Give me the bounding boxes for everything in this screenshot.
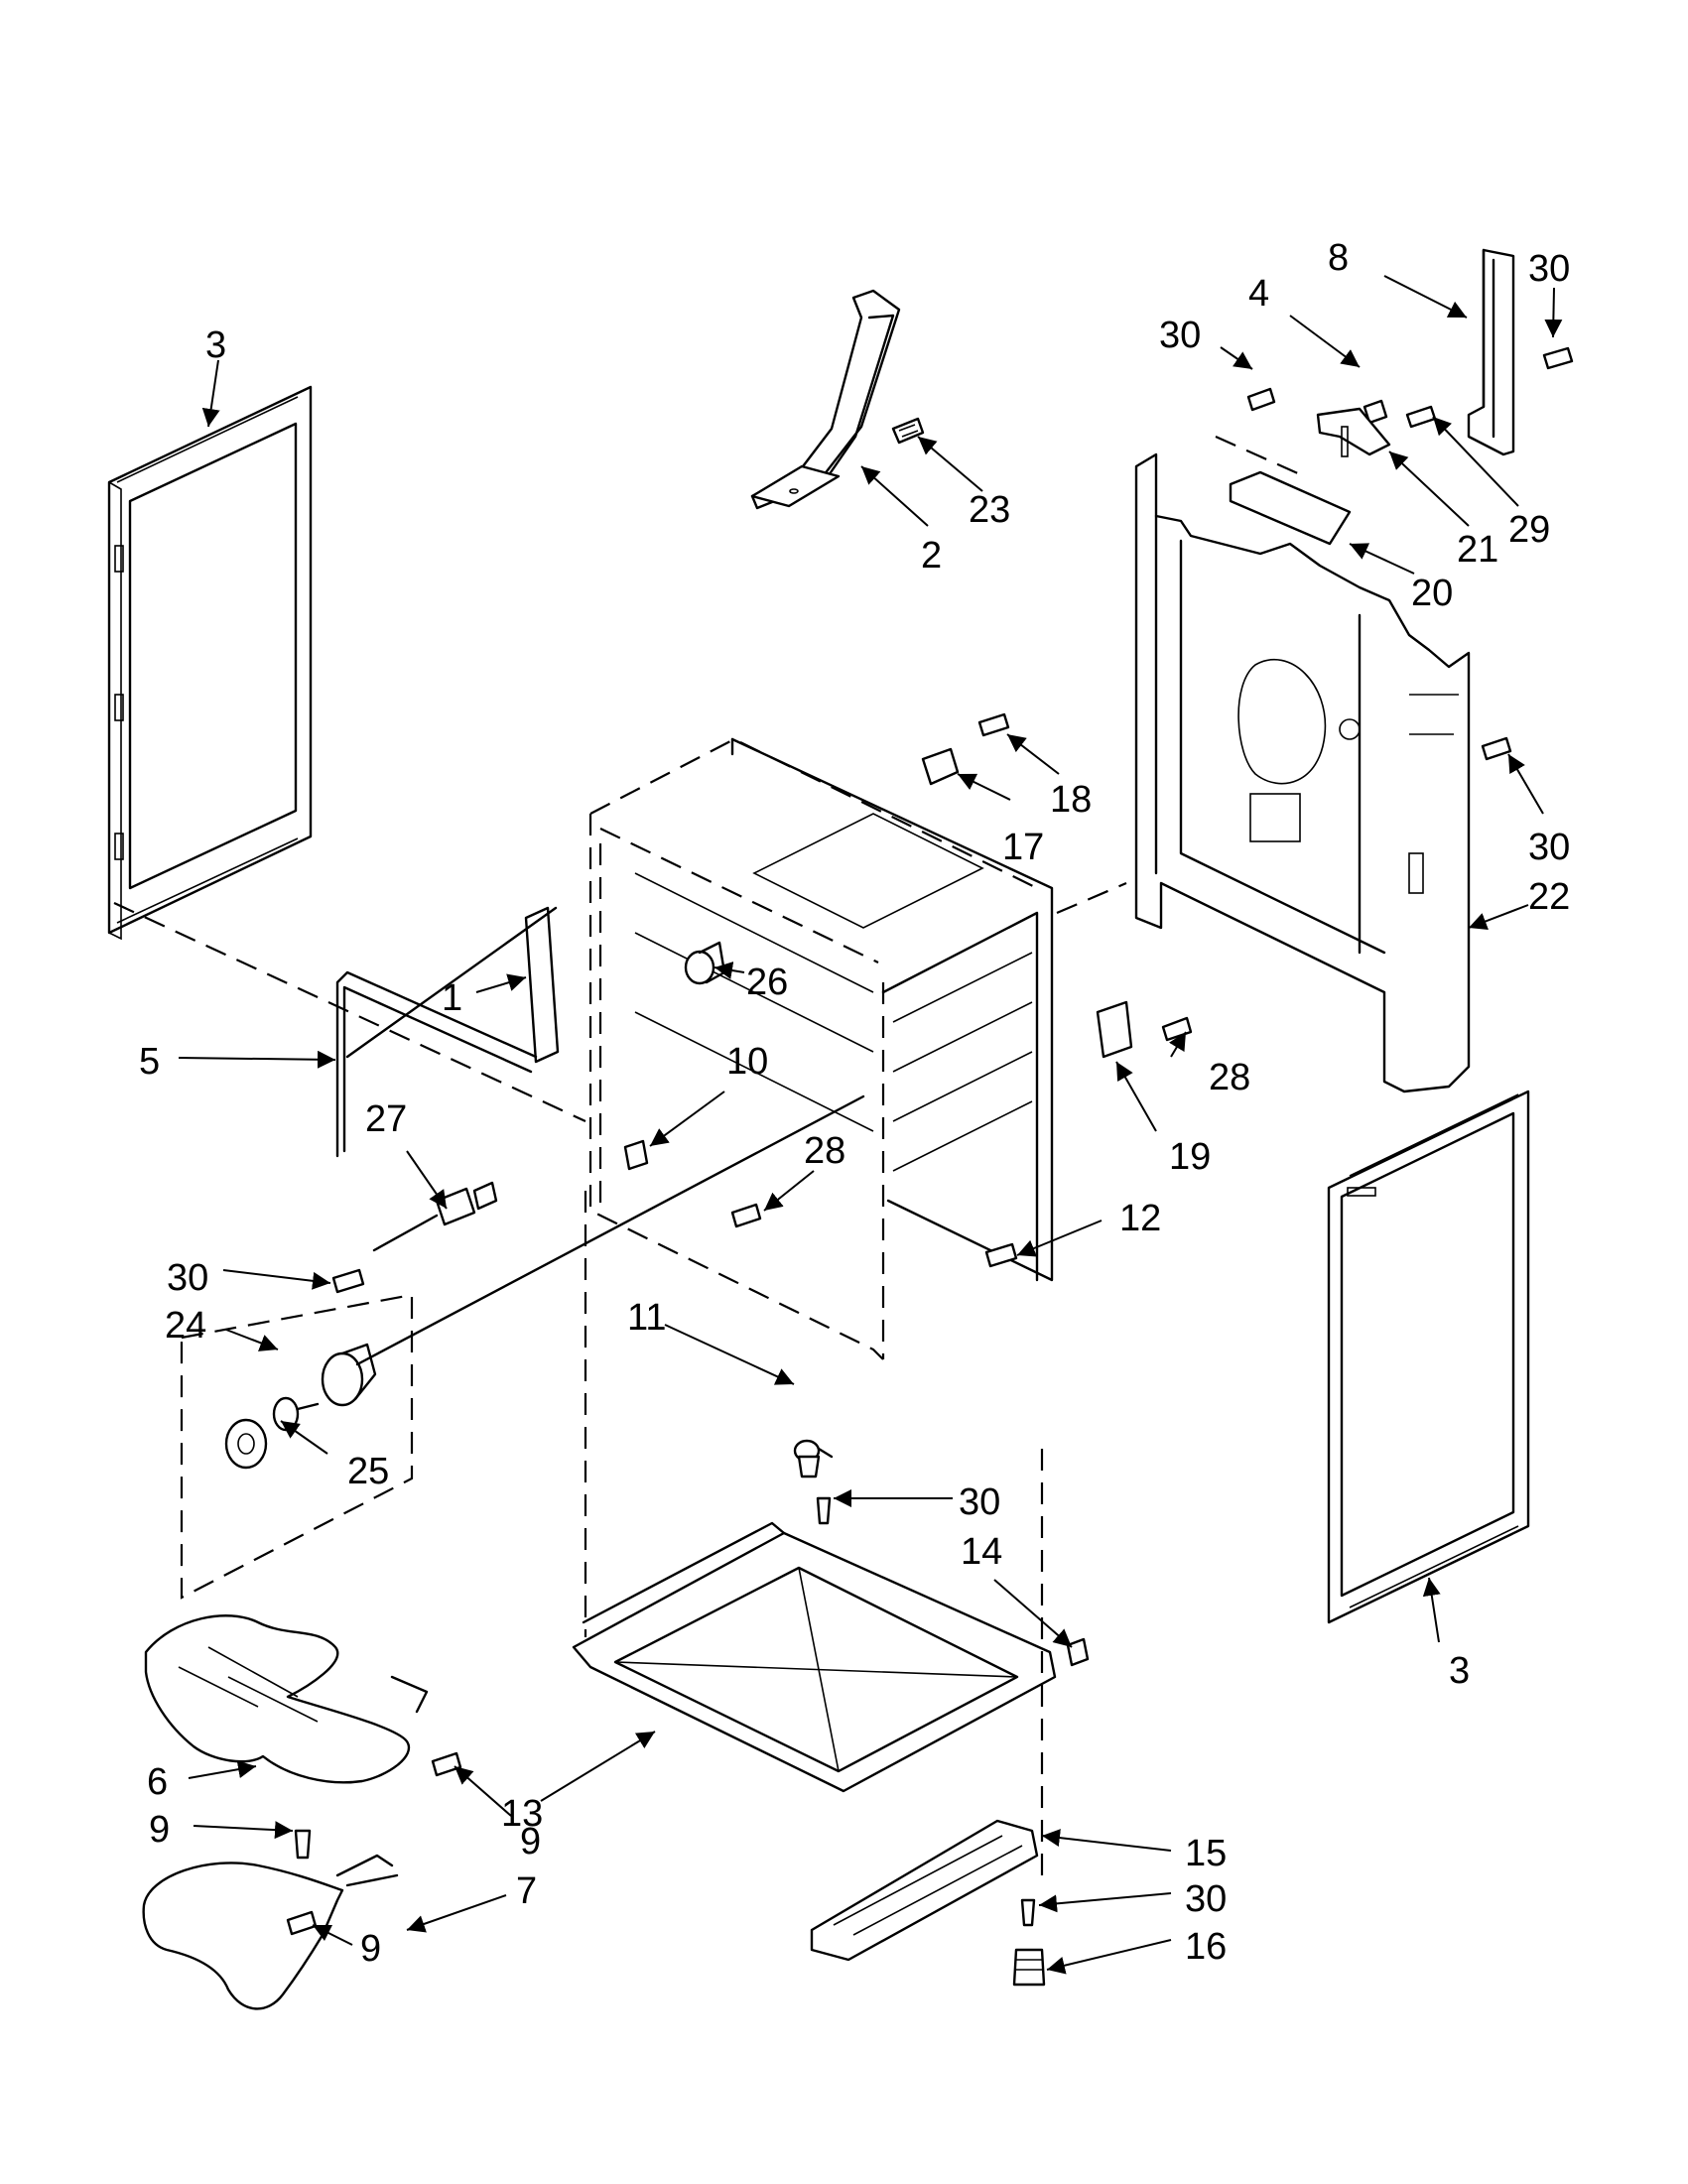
light-bulb-25 <box>272 1396 320 1432</box>
screw-30-top-right <box>1542 346 1574 370</box>
screw-30-upper <box>1246 387 1276 412</box>
callout-20: 20 <box>1411 573 1453 614</box>
callout-18: 18 <box>1050 779 1092 821</box>
screw-9-bake <box>286 1910 318 1936</box>
screw-30-leveler <box>816 1496 832 1525</box>
callout-28-right: 28 <box>1209 1057 1250 1098</box>
light-lens-24 <box>321 1343 377 1407</box>
callout-4: 4 <box>1248 273 1269 315</box>
rear-panel <box>1134 452 1471 1093</box>
callout-8: 8 <box>1328 237 1349 279</box>
light-assembly-box <box>180 1293 414 1600</box>
screw-9-broil <box>431 1751 462 1777</box>
callout-30-top-right: 30 <box>1528 248 1570 290</box>
callout-11: 11 <box>627 1297 666 1339</box>
callout-27: 27 <box>365 1098 407 1140</box>
screw-28-center <box>730 1203 762 1228</box>
bracket-21 <box>1316 407 1391 457</box>
callout-12: 12 <box>1119 1198 1161 1239</box>
bracket-20 <box>1229 470 1352 546</box>
gasket-5 <box>335 970 538 1158</box>
callout-9-broil: 9 <box>520 1821 541 1863</box>
callout-6: 6 <box>147 1761 168 1803</box>
callout-14: 14 <box>961 1531 1002 1573</box>
callout-28-center: 28 <box>804 1130 845 1172</box>
bake-element-7 <box>142 1854 399 2010</box>
callout-22: 22 <box>1528 876 1570 918</box>
callout-25: 25 <box>347 1451 389 1492</box>
bottom-pan-13 <box>572 1521 1057 1793</box>
callout-13: 13 <box>501 1793 543 1835</box>
clip-10 <box>623 1139 649 1171</box>
callout-21: 21 <box>1457 529 1498 571</box>
clip-14 <box>1066 1637 1090 1667</box>
callout-7: 7 <box>516 1870 537 1912</box>
callout-30-left: 30 <box>167 1257 208 1299</box>
side-panel-left <box>107 385 313 941</box>
broil-element-6 <box>144 1614 429 1784</box>
callout-30-rail: 30 <box>1185 1878 1227 1920</box>
callout-29: 29 <box>1508 509 1550 551</box>
rail-15 <box>810 1819 1039 1962</box>
callout-23: 23 <box>969 489 1010 531</box>
callout-10: 10 <box>726 1041 768 1083</box>
leader-arrows <box>178 275 1563 1975</box>
oven-cavity <box>588 737 1054 1360</box>
callout-9-bake: 9 <box>360 1928 381 1970</box>
foot-16 <box>1012 1948 1046 1987</box>
callout-15: 15 <box>1185 1833 1227 1874</box>
vent-bracket <box>750 289 901 510</box>
hardware-guide-dashline <box>1215 435 1301 476</box>
rear-bracket-8 <box>1467 248 1515 456</box>
callout-30-upper-left: 30 <box>1159 315 1201 356</box>
callout-30-leveler: 30 <box>959 1481 1000 1523</box>
callout-9-left: 9 <box>149 1809 170 1851</box>
alignment-lines <box>113 881 1127 1885</box>
callout-3-left-side-panel: 3 <box>205 324 226 366</box>
bracket-19 <box>1096 1000 1133 1059</box>
callout-3-right-side-panel: 3 <box>1449 1650 1470 1692</box>
light-socket-26 <box>684 941 726 985</box>
screw-30-left <box>331 1268 365 1294</box>
callout-5: 5 <box>139 1041 160 1083</box>
side-panel-right <box>1327 1090 1530 1624</box>
callout-26: 26 <box>746 962 788 1003</box>
callout-30-rear: 30 <box>1528 827 1570 868</box>
light-guide-line <box>355 1094 865 1366</box>
screw-30-rail <box>1020 1898 1036 1927</box>
callout-17: 17 <box>1002 827 1044 868</box>
light-cover <box>224 1418 268 1470</box>
leveler-11 <box>793 1439 834 1478</box>
callout-16: 16 <box>1185 1926 1227 1968</box>
screw-30-rear <box>1481 736 1512 761</box>
clip-17 <box>921 747 960 786</box>
screw-12 <box>984 1242 1018 1268</box>
callout-1: 1 <box>442 977 462 1019</box>
screw-18 <box>977 712 1010 737</box>
callout-24: 24 <box>165 1305 206 1347</box>
screw-28-right <box>1161 1016 1193 1042</box>
screw-29 <box>1405 405 1437 429</box>
callout-labels: 3 2 23 8 30 4 30 29 21 20 18 17 30 22 1 … <box>139 237 1570 1970</box>
callout-2: 2 <box>921 535 942 577</box>
hinge-1 <box>524 906 560 1064</box>
screw-23 <box>891 417 925 445</box>
screw-9-left <box>294 1829 312 1860</box>
callout-19: 19 <box>1169 1136 1211 1178</box>
